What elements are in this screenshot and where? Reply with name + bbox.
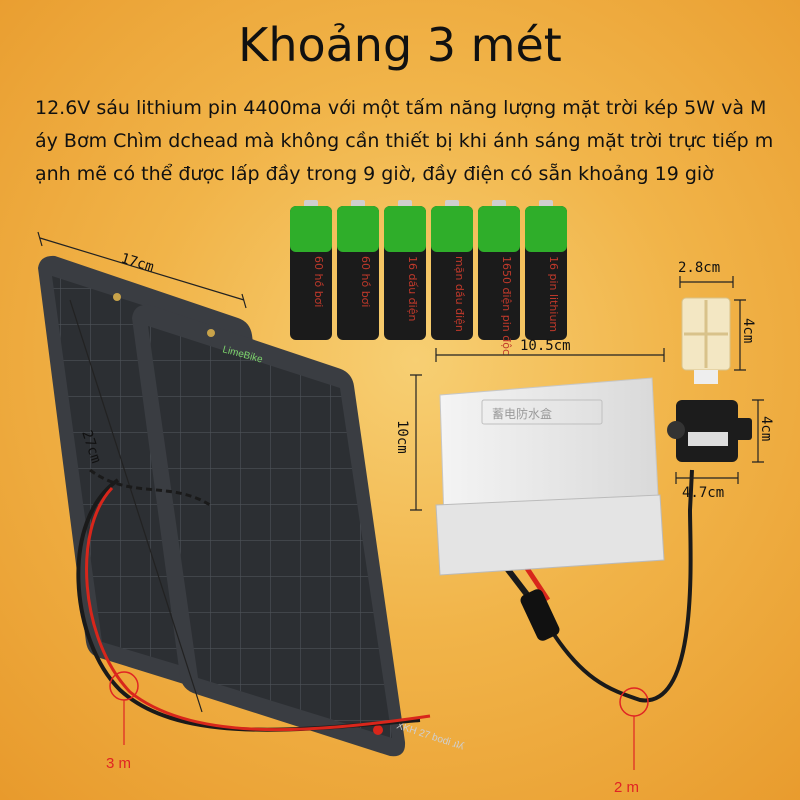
battery: 16 dấu điện	[384, 200, 426, 340]
battery-label: mặn dầu điện	[453, 256, 466, 332]
red-cable	[85, 486, 431, 732]
pump-height-dimension: 4cm	[752, 399, 774, 463]
pump-width-dimension: 4.7cm	[675, 472, 739, 501]
battery-pack: 60 hồ bơi 60 hồ bơi 16 dấu điện mặn dầu điệ…	[290, 200, 567, 355]
battery: 60 hồ bơi	[290, 200, 332, 340]
panel-back-label: XKH 27 bodi ɹʇʎ	[395, 720, 465, 752]
left-cable-marker: 3 m	[106, 671, 139, 772]
pump-width-label: 4.7cm	[682, 485, 724, 501]
description-line: ạnh mẽ có thể được lấp đầy trong 9 giờ, …	[35, 163, 714, 185]
filter-width-label: 2.8cm	[678, 260, 720, 276]
box-width-label: 10.5cm	[520, 338, 571, 354]
filter-height-label: 4cm	[740, 318, 756, 343]
description: 12.6V sáu lithium pin 4400ma với một tấm…	[35, 92, 780, 191]
solar-panel-front: LimeBike XKH 27 bodi ɹʇʎ	[132, 304, 465, 757]
right-cable-length: 2 m	[614, 779, 639, 796]
battery-label: 60 hồ bơi	[359, 256, 372, 307]
battery: 1650 điện pin độc	[478, 200, 520, 355]
pump	[667, 400, 752, 462]
filter-width-dimension: 2.8cm	[678, 260, 734, 288]
battery: 16 pin lithium	[525, 200, 567, 340]
box-width-dimension: 10.5cm	[435, 338, 665, 362]
description-line: 12.6V sáu lithium pin 4400ma với một tấm…	[35, 97, 767, 119]
box-height-label: 10cm	[394, 420, 410, 454]
headline: Khoảng 3 mét	[238, 18, 562, 72]
right-cable-marker: 2 m	[614, 687, 649, 796]
waterproof-box: 蓄电防水盒	[435, 377, 665, 576]
filter-height-dimension: 4cm	[734, 299, 756, 371]
box-label: 蓄电防水盒	[492, 406, 552, 421]
dc-connector	[520, 589, 560, 641]
pump-height-label: 4cm	[758, 416, 774, 441]
pump-cable	[543, 469, 694, 703]
battery-label: 16 dấu điện	[406, 256, 419, 321]
battery-label: 1650 điện pin độc	[500, 256, 513, 355]
battery-label: 60 hồ bơi	[312, 256, 325, 307]
filter	[681, 297, 731, 384]
left-cable-length: 3 m	[106, 755, 131, 772]
panel-width-label: 17cm	[119, 251, 156, 276]
battery: mặn dầu điện	[431, 200, 473, 340]
description-line: áy Bơm Chìm dchead mà không cần thiết bị…	[35, 130, 774, 152]
box-height-dimension: 10cm	[394, 374, 422, 511]
battery-label: 16 pin lithium	[547, 256, 560, 332]
battery: 60 hồ bơi	[337, 200, 379, 340]
